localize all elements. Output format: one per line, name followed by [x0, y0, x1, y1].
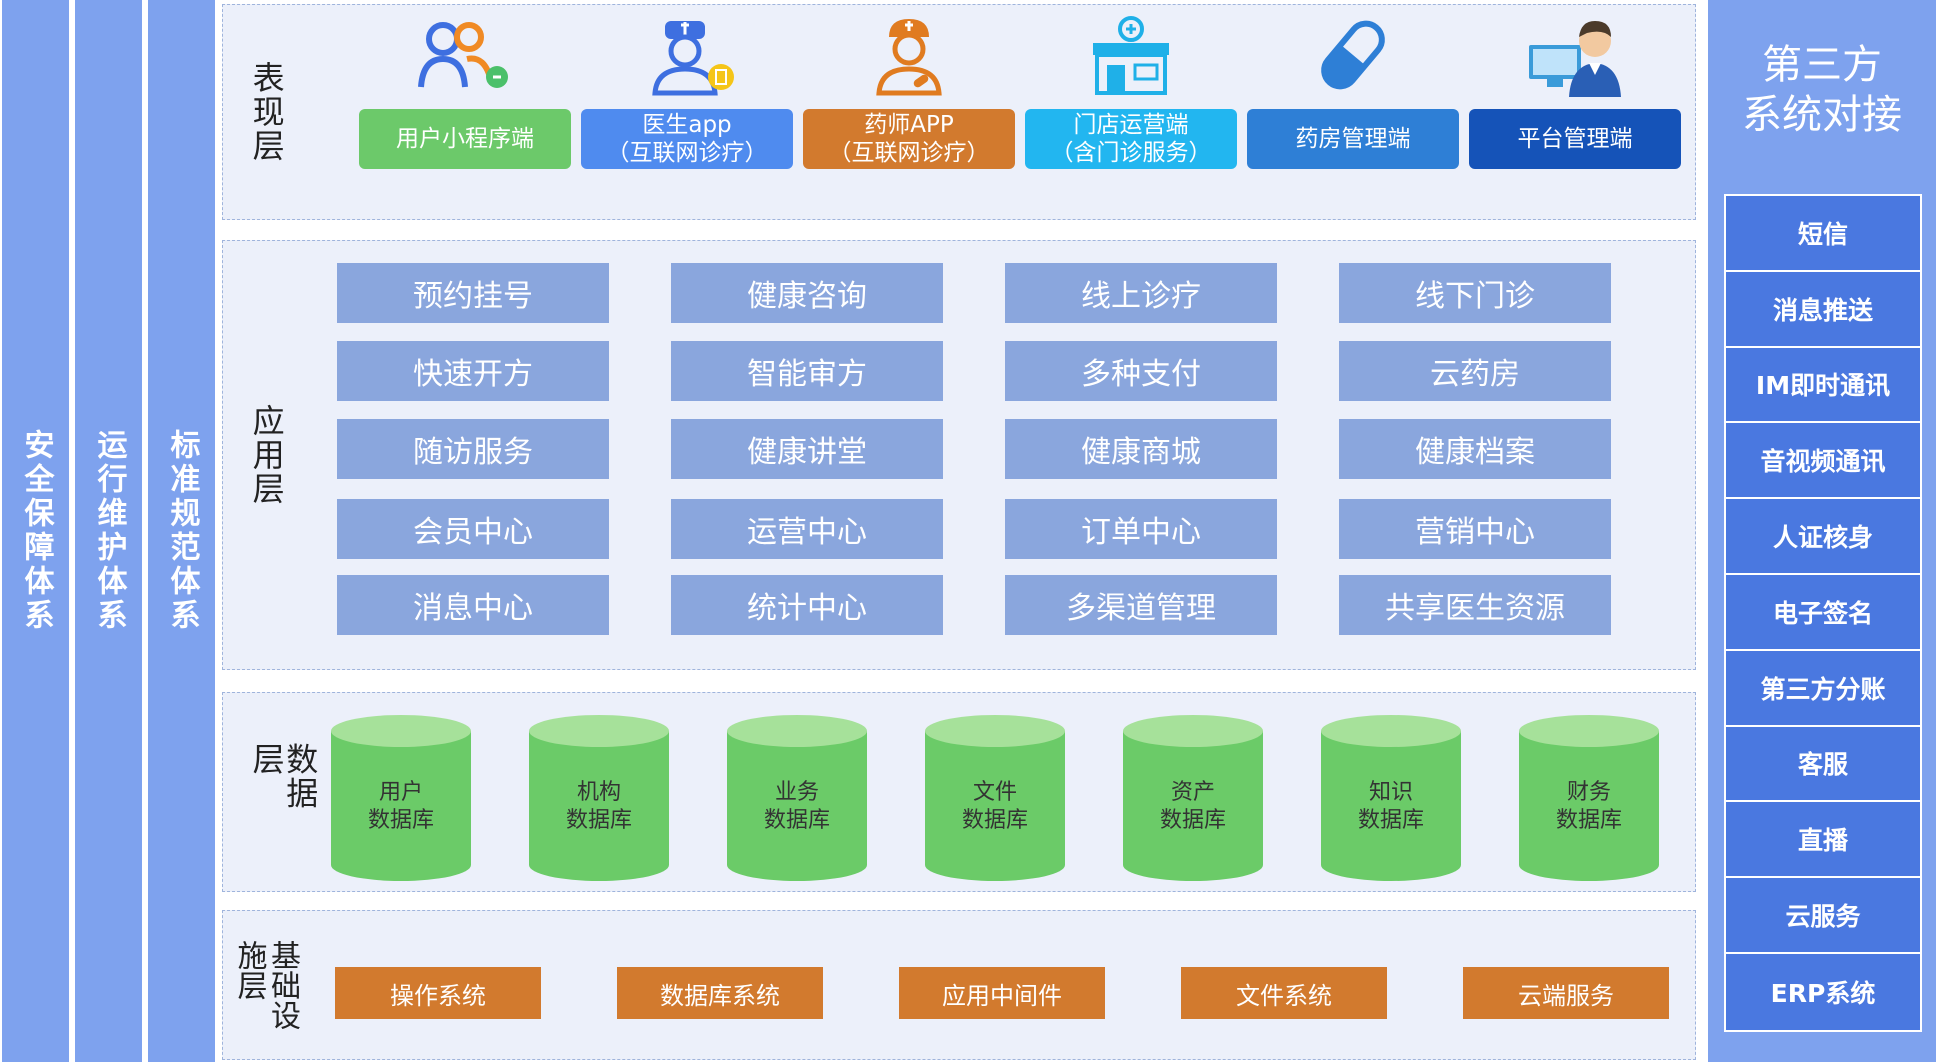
- app-module[interactable]: 预约挂号: [337, 263, 609, 323]
- infra-component[interactable]: 操作系统: [335, 967, 541, 1019]
- app-module[interactable]: 线下门诊: [1339, 263, 1611, 323]
- third-party-item[interactable]: 音视频通讯: [1726, 423, 1920, 500]
- security-system-column: 安全保障体系: [2, 0, 69, 1062]
- app-module[interactable]: 健康档案: [1339, 419, 1611, 479]
- third-party-item[interactable]: 消息推送: [1726, 271, 1920, 348]
- pres-btn-pharmacy-mgmt[interactable]: 药房管理端: [1247, 109, 1459, 169]
- database-cylinder: 知识 数据库: [1321, 715, 1461, 883]
- database-label: 业务 数据库: [763, 780, 830, 833]
- user-group-icon: [418, 22, 508, 88]
- pres-item-store-ops: 门店运营端 （含门诊服务）: [1025, 5, 1237, 175]
- infra-component[interactable]: 数据库系统: [617, 967, 823, 1019]
- app-module[interactable]: 多种支付: [1005, 341, 1277, 401]
- database-cylinder: 业务 数据库: [727, 715, 867, 883]
- third-party-item[interactable]: 短信: [1726, 196, 1920, 272]
- database-icon: [727, 715, 867, 881]
- application-layer: 应用层 预约挂号 健康咨询 线上诊疗 线下门诊 快速开方 智能审方 多种支付 云…: [222, 240, 1696, 670]
- app-module[interactable]: 订单中心: [1005, 499, 1277, 559]
- third-party-item[interactable]: ERP系统: [1726, 953, 1920, 1030]
- application-layer-title: 应用层: [247, 404, 286, 506]
- pharmacist-icon: [876, 19, 942, 96]
- infrastructure-layer-title: 基础设 施层: [231, 940, 301, 1030]
- database-cylinder: 机构 数据库: [529, 715, 669, 883]
- app-module[interactable]: 云药房: [1339, 341, 1611, 401]
- security-system-label: 安全保障体系: [18, 429, 54, 633]
- pres-btn-platform-mgmt[interactable]: 平台管理端: [1469, 109, 1681, 169]
- database-cylinder: 用户 数据库: [331, 715, 471, 883]
- database-label: 机构 数据库: [565, 780, 632, 833]
- pres-btn-store-ops[interactable]: 门店运营端 （含门诊服务）: [1025, 109, 1237, 169]
- pres-item-pharmacy-mgmt: 药房管理端: [1247, 5, 1459, 175]
- infrastructure-title-line: 基础设: [265, 940, 300, 1030]
- database-cylinder: 文件 数据库: [925, 715, 1065, 883]
- pres-btn-doctor-app[interactable]: 医生app （互联网诊疗）: [581, 109, 793, 169]
- pres-btn-user-miniprogram[interactable]: 用户小程序端: [359, 109, 571, 169]
- third-party-item[interactable]: 云服务: [1726, 878, 1920, 954]
- app-module[interactable]: 统计中心: [671, 575, 943, 635]
- third-party-list: 短信 消息推送 IM即时通讯 音视频通讯 人证核身 电子签名 第三方分账 客服 …: [1724, 194, 1922, 1032]
- data-layer: 数据层 用户 数据库 机构 数据库 业务 数据库 文件 数据库 资产 数据库 知…: [222, 692, 1696, 892]
- standards-column: 标准规范体系: [148, 0, 215, 1062]
- ops-maintenance-label: 运行维护体系: [91, 429, 127, 633]
- pres-item-platform-mgmt: 平台管理端: [1469, 5, 1681, 175]
- database-label: 财务 数据库: [1555, 780, 1622, 833]
- third-party-item[interactable]: 客服: [1726, 726, 1920, 803]
- third-party-item[interactable]: 第三方分账: [1726, 650, 1920, 727]
- database-icon: [1519, 715, 1659, 881]
- app-module[interactable]: 运营中心: [671, 499, 943, 559]
- database-label: 资产 数据库: [1159, 780, 1226, 833]
- third-party-item[interactable]: 人证核身: [1726, 499, 1920, 575]
- database-cylinder: 资产 数据库: [1123, 715, 1263, 883]
- database-icon: [529, 715, 669, 881]
- presentation-layer-title: 表现层: [247, 61, 286, 163]
- standards-label: 标准规范体系: [164, 429, 200, 633]
- pres-item-doctor-app: 医生app （互联网诊疗）: [581, 5, 793, 175]
- database-icon: [925, 715, 1065, 881]
- infrastructure-layer: 基础设 施层 操作系统 数据库系统 应用中间件 文件系统 云端服务: [222, 910, 1696, 1060]
- admin-computer-icon: [1529, 21, 1621, 97]
- third-party-item[interactable]: 电子签名: [1726, 574, 1920, 651]
- pres-btn-pharmacist-app[interactable]: 药师APP （互联网诊疗）: [803, 109, 1015, 169]
- third-party-title: 第三方 系统对接: [1742, 42, 1902, 138]
- app-module[interactable]: 健康商城: [1005, 419, 1277, 479]
- app-module[interactable]: 健康讲堂: [671, 419, 943, 479]
- ops-maintenance-column: 运行维护体系: [75, 0, 142, 1062]
- infrastructure-title-line: 施层: [231, 940, 267, 1000]
- database-icon: [331, 715, 471, 881]
- third-party-item[interactable]: 直播: [1726, 802, 1920, 879]
- app-module[interactable]: 快速开方: [337, 341, 609, 401]
- pres-item-user-miniprogram: 用户小程序端: [359, 5, 571, 175]
- infra-component[interactable]: 云端服务: [1463, 967, 1669, 1019]
- app-module[interactable]: 智能审方: [671, 341, 943, 401]
- pres-item-pharmacist-app: 药师APP （互联网诊疗）: [803, 5, 1015, 175]
- database-icon: [1123, 715, 1263, 881]
- doctor-icon: [652, 21, 734, 96]
- app-module[interactable]: 营销中心: [1339, 499, 1611, 559]
- data-layer-title: 数据层: [247, 742, 320, 811]
- database-cylinder: 财务 数据库: [1519, 715, 1659, 883]
- database-icon: [1321, 715, 1461, 881]
- app-module[interactable]: 随访服务: [337, 419, 609, 479]
- app-module[interactable]: 共享医生资源: [1339, 575, 1611, 635]
- app-module[interactable]: 健康咨询: [671, 263, 943, 323]
- app-module[interactable]: 消息中心: [337, 575, 609, 635]
- infra-component[interactable]: 应用中间件: [899, 967, 1105, 1019]
- app-module[interactable]: 线上诊疗: [1005, 263, 1277, 323]
- database-label: 用户 数据库: [367, 780, 434, 833]
- third-party-item[interactable]: IM即时通讯: [1726, 347, 1920, 424]
- presentation-layer: 表现层 用户小程序端 医生app （互联网诊疗）: [222, 4, 1696, 220]
- app-module[interactable]: 多渠道管理: [1005, 575, 1277, 635]
- database-label: 知识 数据库: [1357, 780, 1424, 833]
- store-icon: [1093, 16, 1169, 95]
- database-label: 文件 数据库: [961, 780, 1028, 833]
- pill-icon: [1321, 20, 1385, 90]
- app-module[interactable]: 会员中心: [337, 499, 609, 559]
- infra-component[interactable]: 文件系统: [1181, 967, 1387, 1019]
- third-party-panel: 第三方 系统对接 短信 消息推送 IM即时通讯 音视频通讯 人证核身 电子签名 …: [1708, 0, 1936, 1062]
